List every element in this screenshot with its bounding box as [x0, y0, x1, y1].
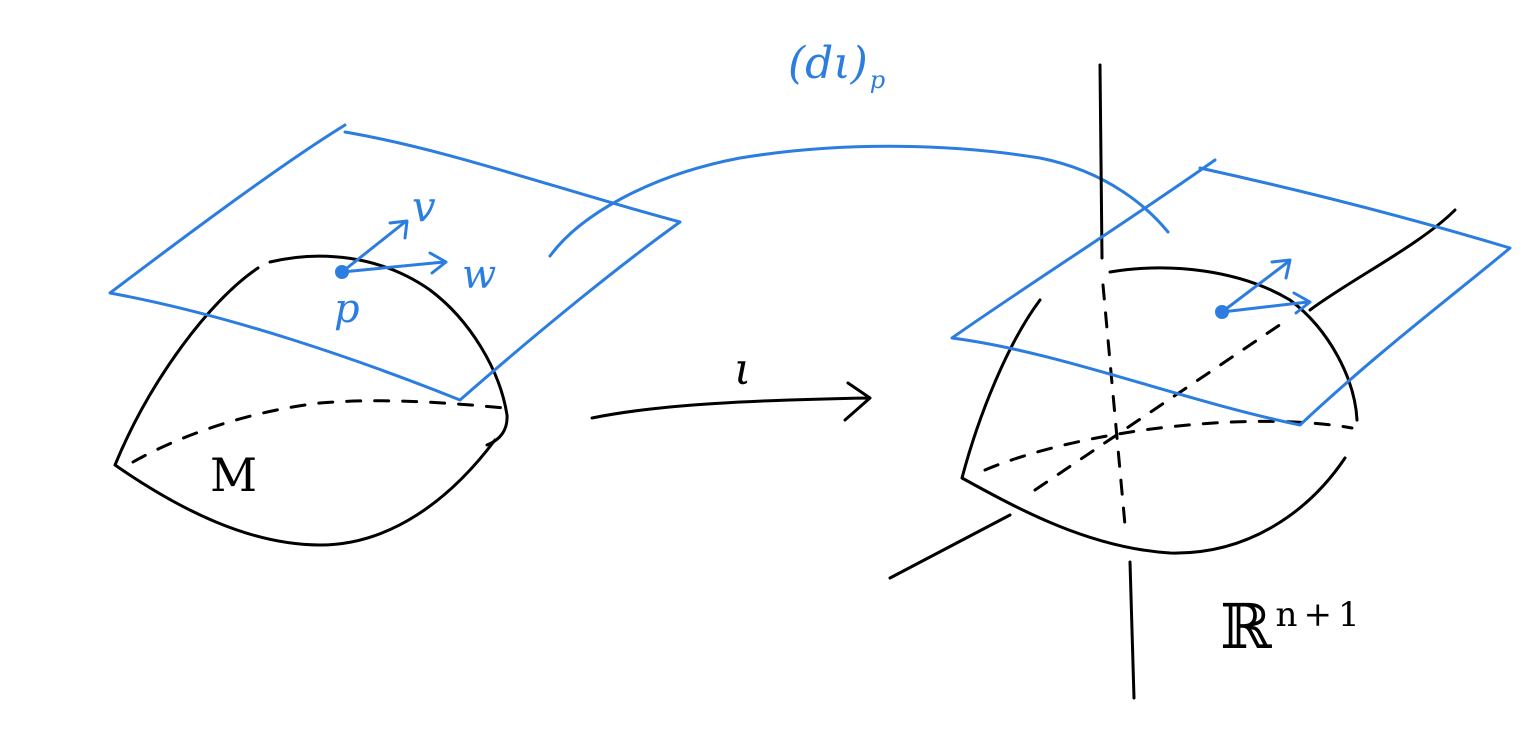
vector-w-arrow: [340, 251, 448, 275]
image-vector-w-arrow: [1220, 291, 1312, 315]
differential-map-text: (dι): [788, 38, 868, 89]
axis-diagonal-top: [1308, 208, 1457, 312]
embedded-dome: [1108, 266, 1359, 422]
manifold-m: [113, 254, 509, 547]
axis-vertical-top: [1098, 63, 1104, 260]
axis-vertical-hidden: [1101, 283, 1127, 527]
label-differential-map: (dι)p: [788, 38, 885, 94]
tangent-plane-right: [950, 158, 1512, 427]
euclidean-space-dimension: n+1: [1275, 595, 1366, 636]
manifold-m-hidden-edge: [131, 399, 507, 464]
coordinate-axes: [888, 63, 1457, 700]
image-vector-v-arrow: [1220, 258, 1292, 314]
label-manifold-m: M: [210, 448, 258, 502]
tangent-vectors-left: [335, 219, 448, 279]
label-embedding-map: ι: [734, 344, 752, 395]
manifold-m-dome: [268, 254, 509, 447]
embedded-outline: [960, 298, 1347, 555]
embedded-manifold: [960, 266, 1359, 555]
differential-map-arc: [548, 144, 1170, 258]
euclidean-space-symbol: ℝ: [1220, 590, 1272, 663]
differential-map-subscript: p: [869, 65, 886, 94]
axis-diagonal-bottom: [888, 513, 1012, 580]
tangent-vectors-right: [1215, 258, 1312, 319]
vector-v-arrow: [340, 219, 409, 274]
label-vector-w: w: [462, 252, 497, 298]
embedding-arrow: [590, 381, 872, 422]
axis-vertical-bottom: [1128, 560, 1136, 700]
axis-cross-hidden: [983, 419, 1354, 472]
axis-diagonal-hidden: [1033, 316, 1292, 492]
tangent-plane-left: [108, 123, 682, 402]
label-vector-v: v: [412, 182, 436, 231]
label-point-p: p: [334, 286, 360, 332]
manifold-m-outline: [113, 266, 497, 547]
